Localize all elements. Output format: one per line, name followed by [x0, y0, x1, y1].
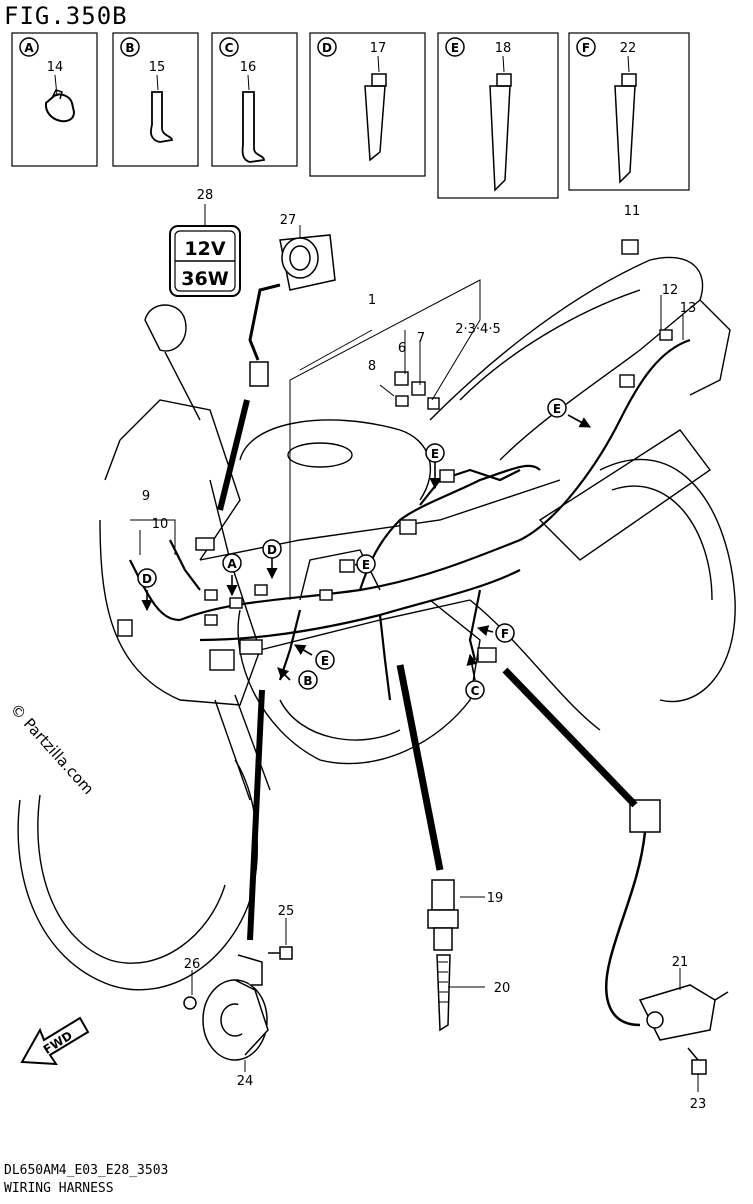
inset-f-part: 22: [620, 41, 637, 56]
side-switch: [605, 799, 729, 1041]
wiring-harness: [129, 338, 691, 701]
horn: [183, 954, 269, 1061]
callout-27: 27: [280, 213, 297, 228]
inset-b-part: 15: [149, 60, 166, 75]
inset-d-part: 17: [370, 41, 387, 56]
callout-19: 19: [487, 891, 504, 906]
svg-text:28: 28: [197, 188, 214, 203]
svg-text:E: E: [553, 402, 561, 416]
callout-12: 12: [662, 283, 679, 298]
marker-e-3: E: [425, 443, 445, 463]
marker-d-2: D: [137, 568, 157, 588]
inset-c: C 16: [211, 32, 298, 167]
callout-23: 23: [690, 1097, 707, 1112]
callout-numbers: 1 2·3·4·5 6 7 8 9 10 11 12 13 19 20 21 2…: [142, 204, 706, 1112]
figure-title: FIG.350B: [4, 2, 128, 30]
svg-text:E: E: [431, 447, 439, 461]
callout-8: 8: [368, 359, 376, 374]
svg-text:E: E: [321, 654, 329, 668]
callout-7: 7: [417, 331, 425, 346]
inset-d-letter: D: [322, 41, 332, 55]
callout-2-3-4-5: 2·3·4·5: [455, 322, 500, 337]
diagram-name: WIRING HARNESS: [4, 1181, 114, 1196]
inset-f: F 22: [568, 32, 690, 191]
marker-b: B: [298, 670, 318, 690]
sensor: [427, 879, 459, 1032]
leader-bars: [217, 399, 638, 941]
inset-a-part: 14: [47, 60, 64, 75]
callout-25: 25: [278, 904, 295, 919]
bolts: [268, 946, 707, 1075]
power-socket: [248, 234, 336, 387]
inset-d: D 17: [309, 32, 426, 177]
inset-c-letter: C: [225, 41, 234, 55]
callout-21: 21: [672, 955, 689, 970]
socket-rating-label: 28 12V 36W: [169, 188, 241, 297]
marker-e-4: E: [547, 398, 567, 418]
inset-b: B 15: [112, 32, 199, 167]
callout-11: 11: [624, 204, 641, 219]
callout-1: 1: [368, 293, 376, 308]
svg-text:F: F: [501, 627, 509, 641]
svg-text:B: B: [303, 674, 312, 688]
callout-13: 13: [680, 301, 697, 316]
callout-26: 26: [184, 957, 201, 972]
callout-6: 6: [398, 341, 406, 356]
inset-e-part: 18: [495, 41, 512, 56]
callout-9: 9: [142, 489, 150, 504]
diagram-code: DL650AM4_E03_E28_3503: [4, 1163, 169, 1178]
callout-20: 20: [494, 981, 511, 996]
motorcycle-outline: [17, 256, 736, 991]
inset-a-letter: A: [24, 41, 34, 55]
marker-d-1: D: [262, 539, 282, 559]
inset-e: E 18: [437, 32, 559, 199]
fwd-arrow: FWD: [20, 1016, 90, 1066]
inset-f-letter: F: [582, 41, 590, 55]
harness-connectors: [117, 329, 673, 671]
inset-b-letter: B: [125, 41, 134, 55]
callout-leaders: [130, 225, 699, 1092]
relays: [394, 239, 639, 410]
svg-text:A: A: [227, 557, 237, 571]
inset-e-letter: E: [451, 41, 459, 55]
svg-text:36W: 36W: [181, 268, 228, 290]
inset-a: A 14: [11, 32, 98, 167]
svg-text:D: D: [142, 572, 152, 586]
callout-24: 24: [237, 1074, 254, 1089]
marker-a: A: [222, 553, 242, 573]
svg-text:D: D: [267, 543, 277, 557]
marker-e-2: E: [356, 554, 376, 574]
location-markers: A B C D D E E E E F: [137, 398, 567, 700]
marker-c: C: [465, 680, 485, 700]
svg-text:12V: 12V: [184, 238, 225, 260]
svg-text:C: C: [471, 684, 480, 698]
marker-e-1: E: [315, 650, 335, 670]
svg-text:E: E: [362, 558, 370, 572]
marker-f: F: [495, 623, 515, 643]
inset-c-part: 16: [240, 60, 257, 75]
callout-10: 10: [152, 517, 169, 532]
